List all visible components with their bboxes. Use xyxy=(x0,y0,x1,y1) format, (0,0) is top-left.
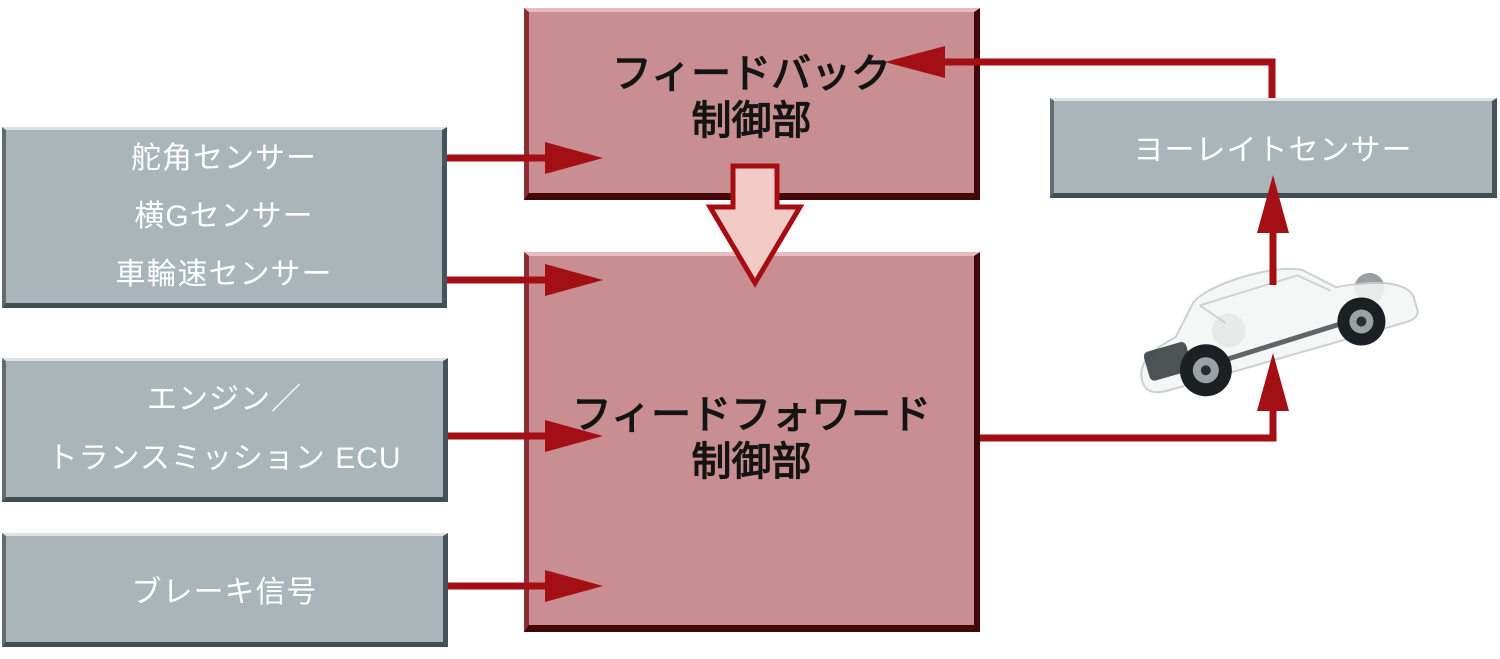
label-feedforward: フィードフォワード xyxy=(571,390,932,438)
car-illustration xyxy=(1140,267,1419,397)
label-steering-angle-sensor: 舵角センサー xyxy=(131,141,317,175)
label-feedback-control: 制御部 xyxy=(691,96,812,144)
label-feedback: フィードバック xyxy=(611,49,892,97)
label-wheel-speed-sensor: 車輪速センサー xyxy=(115,257,333,291)
car-far-front-wheel xyxy=(1211,313,1246,348)
label-feedforward-control: 制御部 xyxy=(691,437,812,485)
car-far-rear-wheel xyxy=(1354,272,1385,303)
car-rear-hub xyxy=(1356,316,1367,327)
label-yaw-rate-sensor: ヨーレイトセンサー xyxy=(1133,134,1413,167)
box-chassis-sensors: 舵角センサー 横Gセンサー 車輪速センサー xyxy=(2,127,447,308)
connector-feedforward-to-car xyxy=(980,411,1277,442)
car-front-hub xyxy=(1200,365,1211,376)
car-rear-wheel xyxy=(1337,297,1386,346)
box-feedback-control-unit: フィードバック 制御部 xyxy=(524,8,980,200)
car-front-wheel xyxy=(1179,344,1232,397)
car-body xyxy=(1140,267,1419,394)
box-feedforward-control-unit: フィードフォワード 制御部 xyxy=(524,252,980,632)
connector-yaw-to-feedback xyxy=(945,58,1276,98)
label-transmission-ecu: トランスミッション ECU xyxy=(47,442,402,475)
label-lateral-g-sensor: 横Gセンサー xyxy=(134,199,314,233)
box-engine-transmission-ecu: エンジン／ トランスミッション ECU xyxy=(2,358,448,502)
car-engine-block xyxy=(1143,342,1193,381)
car-front-rim xyxy=(1192,357,1219,384)
car-driveshaft xyxy=(1194,313,1366,372)
box-brake-signal: ブレーキ信号 xyxy=(2,533,448,647)
box-yaw-rate-sensor: ヨーレイトセンサー xyxy=(1050,98,1497,198)
label-brake-signal: ブレーキ信号 xyxy=(131,576,318,609)
car-rear-rim xyxy=(1349,309,1374,334)
label-engine: エンジン／ xyxy=(147,383,302,416)
arrowhead-into-car-icon xyxy=(1257,353,1289,411)
car-cabin-lines xyxy=(1199,274,1332,324)
